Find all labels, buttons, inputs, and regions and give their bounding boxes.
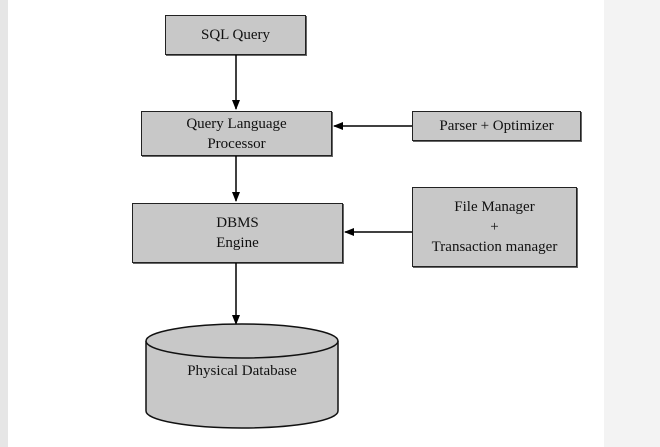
file-transaction-manager-box: File Manager + Transaction manager [412, 187, 577, 267]
query-language-processor-box: Query Language Processor [141, 111, 332, 156]
right-margin-strip [604, 0, 660, 447]
left-margin-strip [0, 0, 8, 447]
dbms-engine-box: DBMS Engine [132, 203, 343, 263]
parser-optimizer-box: Parser + Optimizer [412, 111, 581, 141]
sql-query-box: SQL Query [165, 15, 306, 55]
physical-database-label: Physical Database [187, 363, 297, 379]
physical-database-cylinder: Physical Database [145, 323, 339, 429]
